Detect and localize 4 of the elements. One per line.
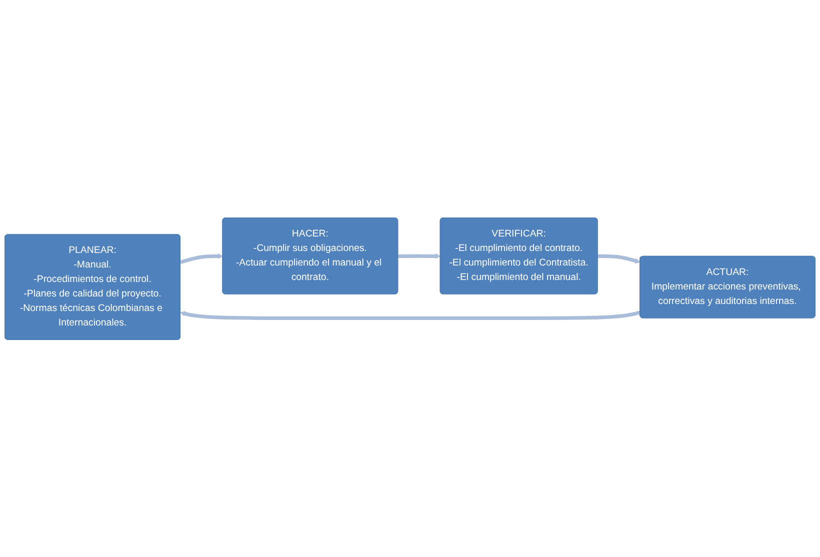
arrow [598,254,640,264]
arrow [180,310,641,320]
arrow [180,253,224,264]
arrow [398,253,441,259]
